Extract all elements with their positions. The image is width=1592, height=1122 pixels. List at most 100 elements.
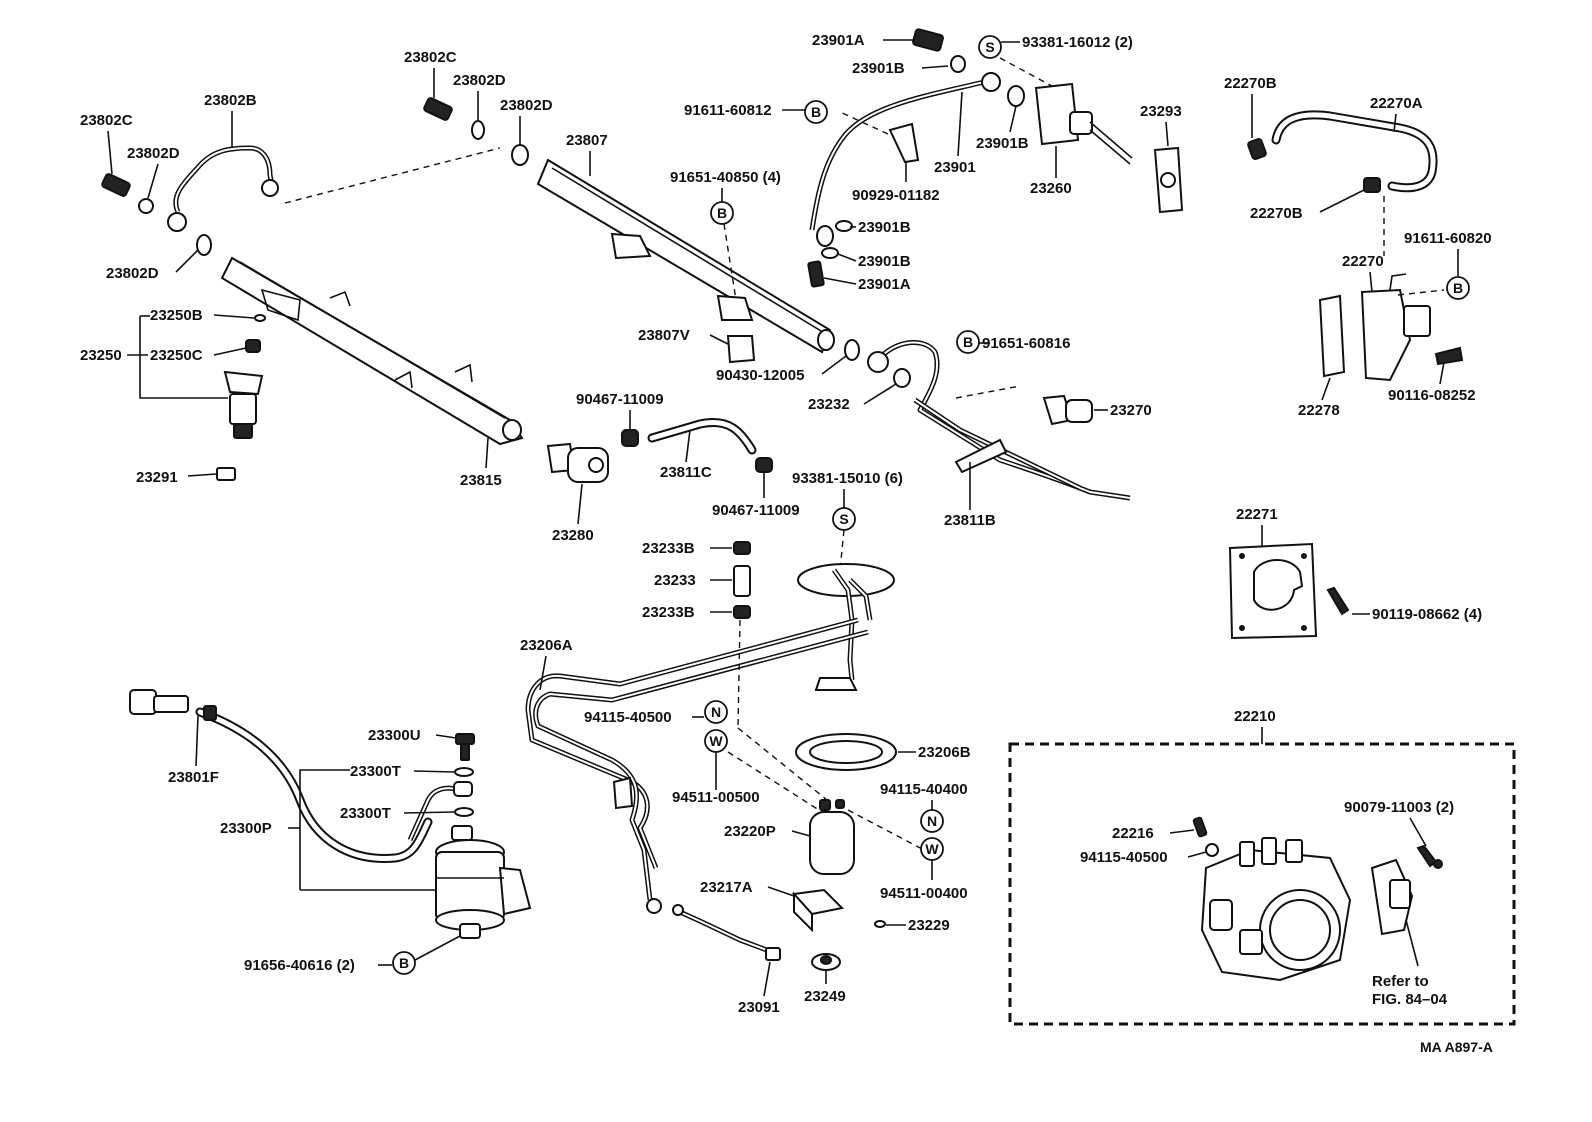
fuel-pump-bracket xyxy=(797,563,895,691)
label-23250B: 23250B xyxy=(150,307,203,324)
label-91651-40850: 91651-40850 (4) xyxy=(670,169,781,186)
label-90929-01182: 90929-01182 xyxy=(852,187,940,204)
svg-text:N: N xyxy=(927,813,937,829)
gasket-23293 xyxy=(1153,146,1184,214)
union-bolt-23901A-top xyxy=(912,28,966,73)
label-23270: 23270 xyxy=(1110,402,1152,419)
label-22270A: 22270A xyxy=(1370,95,1423,112)
label-23220P: 23220P xyxy=(724,823,776,840)
label-90467-11009-upper: 90467-11009 xyxy=(576,391,664,408)
gasket-90430-12005 xyxy=(844,339,860,361)
label-23802D-right: 23802D xyxy=(500,97,553,114)
label-94115-40500-mid: 94115-40500 xyxy=(584,709,672,726)
pressure-regulator-23260 xyxy=(1007,82,1133,165)
label-23901A-lower: 23901A xyxy=(858,276,911,293)
injector-23250 xyxy=(216,314,266,481)
label-23233B-upper: 23233B xyxy=(642,540,695,557)
label-23250C: 23250C xyxy=(150,347,203,364)
label-23901: 23901 xyxy=(934,159,976,176)
label-23091: 23091 xyxy=(738,999,780,1016)
bolt-90116-08252 xyxy=(1434,346,1464,366)
filter-23249 xyxy=(811,953,841,971)
gasket-22271 xyxy=(1228,542,1318,640)
label-23293: 23293 xyxy=(1140,103,1182,120)
label-23232: 23232 xyxy=(808,396,850,413)
marker-B-91656-40616 xyxy=(392,951,416,975)
label-23291: 23291 xyxy=(136,469,178,486)
label-23802C-mid: 23802C xyxy=(404,49,457,66)
label-23801F: 23801F xyxy=(168,769,219,786)
label-23300T-upper: 23300T xyxy=(350,763,401,780)
label-91651-60816: 91651-60816 xyxy=(982,335,1070,352)
label-94115-40500-tb: 94115-40500 xyxy=(1080,849,1168,866)
fuel-pump-23220P xyxy=(809,799,855,875)
gasket-23802D-left xyxy=(196,234,212,256)
label-93381-16012: 93381-16012 (2) xyxy=(1022,34,1133,51)
svg-text:S: S xyxy=(985,39,994,55)
label-22270B-top: 22270B xyxy=(1224,75,1277,92)
marker-N-94115-40500 xyxy=(704,700,728,724)
label-90119-08662: 90119-08662 (4) xyxy=(1372,606,1482,623)
label-23811C: 23811C xyxy=(660,464,712,481)
marker-B-91611-60812 xyxy=(804,100,828,124)
label-23250: 23250 xyxy=(80,347,122,364)
label-22271: 22271 xyxy=(1236,506,1278,523)
label-94511-00500: 94511-00500 xyxy=(672,789,760,806)
label-22278: 22278 xyxy=(1298,402,1340,419)
label-91611-60812: 91611-60812 xyxy=(684,102,772,119)
label-23802B: 23802B xyxy=(204,92,257,109)
svg-text:B: B xyxy=(399,955,409,971)
clamp-90467-11009-lower xyxy=(755,457,773,473)
screw-22216 xyxy=(1192,816,1208,838)
label-23802D-lower: 23802D xyxy=(106,265,159,282)
throttle-sensor-ref xyxy=(1370,858,1414,936)
svg-text:B: B xyxy=(963,334,973,350)
hose-upper xyxy=(407,781,473,842)
label-23206B: 23206B xyxy=(918,744,971,761)
marker-B-91651-40850 xyxy=(710,201,734,225)
fuel-rail-23807 xyxy=(536,158,835,354)
svg-text:B: B xyxy=(1453,280,1463,296)
svg-text:B: B xyxy=(717,205,727,221)
label-refer-to: Refer to xyxy=(1372,973,1429,990)
label-94511-00400: 94511-00400 xyxy=(880,885,968,902)
label-91611-60820: 91611-60820 xyxy=(1404,230,1492,247)
fuel-pipe-23206A xyxy=(525,617,869,914)
marker-B-91651-60816 xyxy=(956,330,980,354)
clip-23229 xyxy=(874,920,886,928)
vsv-22270 xyxy=(1318,273,1431,382)
label-23300P: 23300P xyxy=(220,820,272,837)
clip-22270B-lower xyxy=(1363,177,1381,193)
label-22210: 22210 xyxy=(1234,708,1276,725)
label-90079-11003: 90079-11003 (2) xyxy=(1344,799,1454,816)
bolt-90119-08662 xyxy=(1326,586,1350,616)
label-refer-fig: FIG. 84–04 xyxy=(1372,991,1448,1008)
gasket-23300T-upper xyxy=(454,767,474,777)
hose-23811C xyxy=(647,418,757,455)
label-23802C-left: 23802C xyxy=(80,112,133,129)
label-23249: 23249 xyxy=(804,988,846,1005)
clip-22270B-top xyxy=(1247,137,1267,161)
label-90430-12005: 90430-12005 xyxy=(716,367,804,384)
label-23815: 23815 xyxy=(460,472,502,489)
throttle-body-group-box xyxy=(1008,742,1516,1026)
fuel-filter-23300 xyxy=(435,825,532,939)
label-91656-40616: 91656-40616 (2) xyxy=(244,957,355,974)
label-23901B-lower1: 23901B xyxy=(858,219,911,236)
damper-23807V xyxy=(726,335,756,364)
label-23901A-top: 23901A xyxy=(812,32,865,49)
diagram-id: MA A897-A xyxy=(1420,1039,1493,1055)
label-23229: 23229 xyxy=(908,917,950,934)
hose-22270A xyxy=(1271,110,1438,193)
label-93381-15010: 93381-15010 (6) xyxy=(792,470,903,487)
label-23811B: 23811B xyxy=(944,512,996,529)
svg-text:N: N xyxy=(711,704,721,720)
union-bolt-23300U xyxy=(455,733,475,761)
pulsation-damper-23270 xyxy=(1042,394,1093,426)
label-23300T-lower: 23300T xyxy=(340,805,391,822)
label-23901B-mid: 23901B xyxy=(976,135,1029,152)
label-22270: 22270 xyxy=(1342,253,1384,270)
label-90116-08252: 90116-08252 xyxy=(1388,387,1476,404)
nut-94115-40500 xyxy=(1205,843,1219,857)
marker-B-91611-60820 xyxy=(1446,276,1470,300)
